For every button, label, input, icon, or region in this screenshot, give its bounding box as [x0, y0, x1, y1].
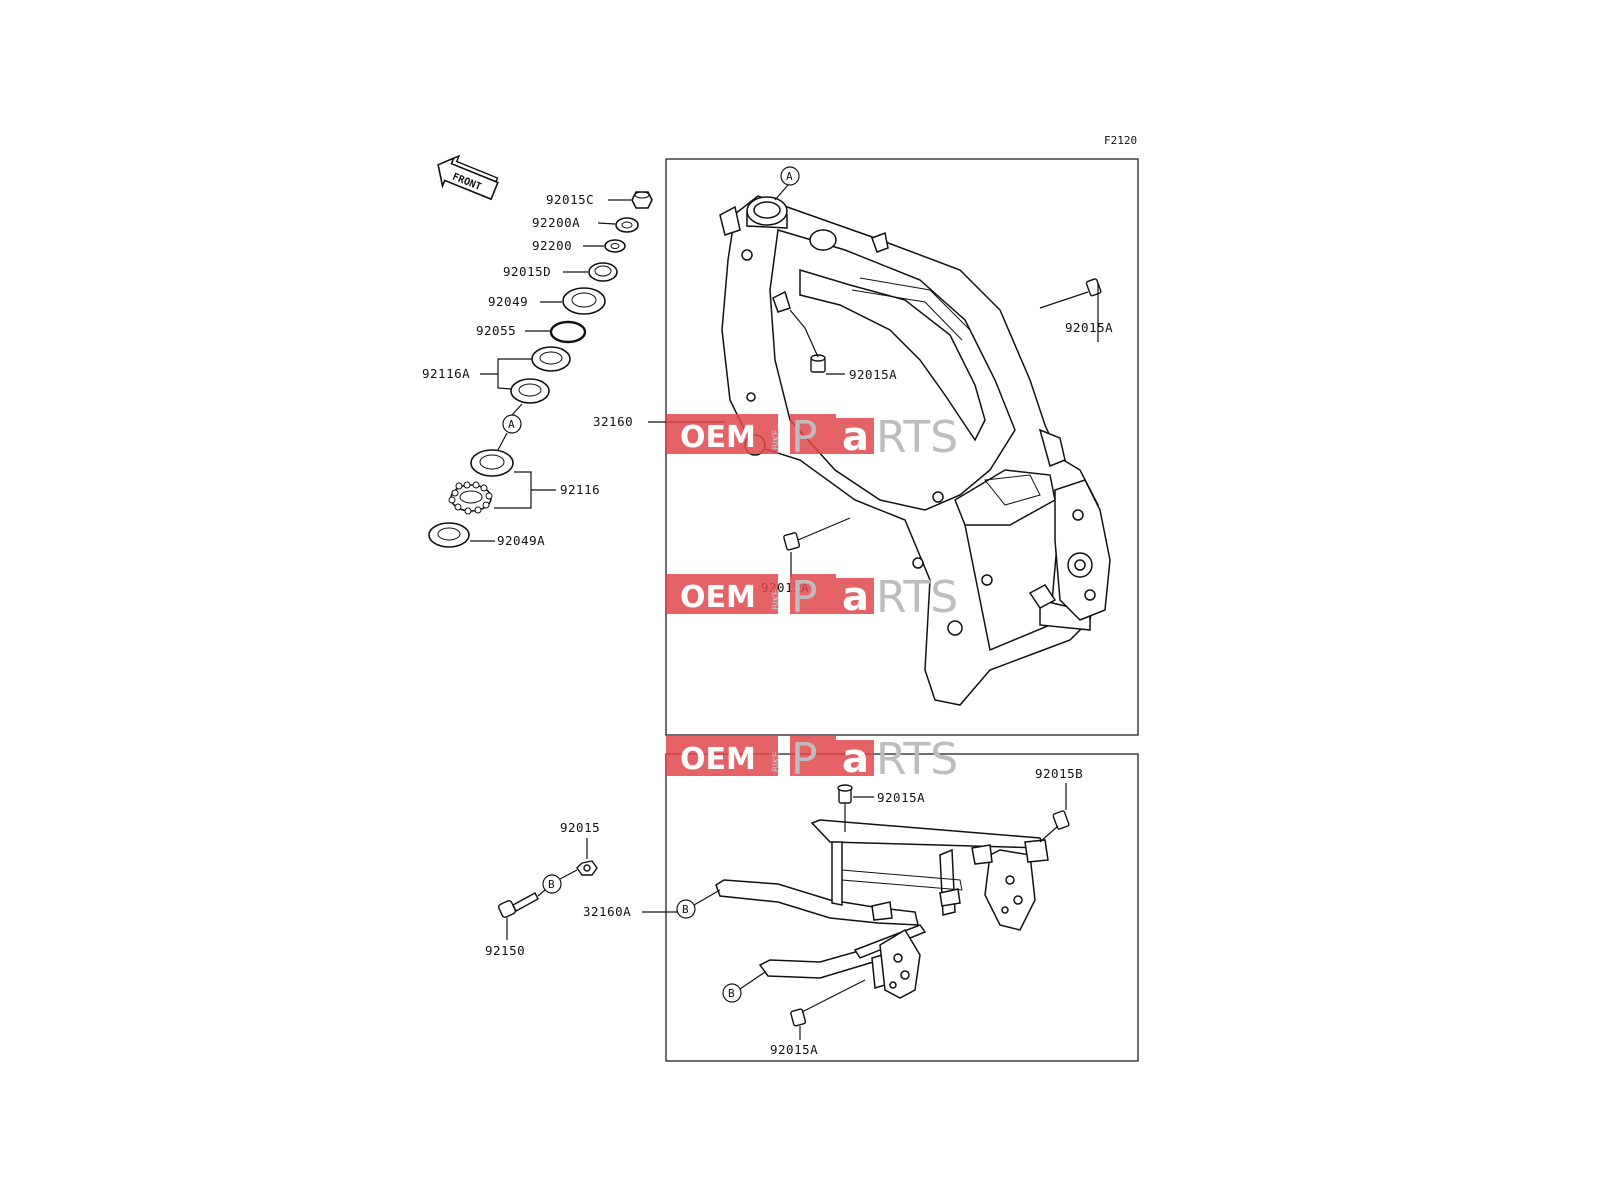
watermark-a: a [842, 414, 869, 460]
stem-nut-icon [631, 191, 653, 209]
watermark-bike: BIKE [772, 589, 782, 610]
part-label-32160[interactable]: 32160 [593, 414, 633, 429]
part-label-92015a-frame-right[interactable]: 92015A [1065, 320, 1113, 335]
part-label-92055[interactable]: 92055 [476, 323, 516, 338]
ref-label-b-lower: B [728, 987, 735, 1000]
watermark: OEM BIKE P a RTS OEM BIKE P a RTS OEM BI… [666, 412, 958, 785]
bolt-icon [1085, 278, 1102, 297]
part-label-92015b[interactable]: 92015B [1035, 766, 1083, 781]
lower-bearing-race-icon [510, 378, 550, 404]
grease-seal-icon [562, 287, 606, 315]
lower-grease-seal-icon [428, 522, 470, 548]
steering-stem-parts: 92015C 92200A 92200 92015D 92049 92055 9 [422, 191, 653, 548]
ref-label-b-bolt: B [548, 878, 555, 891]
bolt-icon [810, 354, 826, 373]
main-frame-illustration [719, 195, 1111, 706]
subframe-section-box [665, 753, 1139, 1062]
watermark-p: P [791, 734, 818, 785]
watermark-oem: OEM [680, 742, 756, 777]
watermark-p: P [791, 572, 818, 623]
watermark-oem-block [666, 414, 778, 454]
part-label-92015a-subframe-bottom[interactable]: 92015A [770, 1042, 818, 1057]
watermark-a: a [842, 736, 869, 782]
part-label-92116[interactable]: 92116 [560, 482, 600, 497]
figure-code: F2120 [1104, 134, 1137, 147]
part-label-92200a[interactable]: 92200A [532, 215, 580, 230]
watermark-a: a [842, 574, 869, 620]
part-label-92049[interactable]: 92049 [488, 294, 528, 309]
ref-label-a: A [508, 418, 515, 431]
ref-label-b-front: B [682, 903, 689, 916]
watermark-bike: BIKE [772, 429, 782, 450]
watermark-oem: OEM [680, 420, 756, 455]
part-label-92116a[interactable]: 92116A [422, 366, 470, 381]
washer-icon [615, 217, 639, 233]
upper-bearing-race-icon [531, 346, 571, 372]
frame-bolts [783, 278, 1102, 551]
ref-marker-a-frame [780, 166, 800, 186]
watermark-bike: BIKE [772, 751, 782, 772]
subframe-illustration [715, 819, 1049, 999]
part-label-92015d[interactable]: 92015D [503, 264, 551, 279]
lock-washer-icon [604, 239, 626, 253]
mount-bolt-icon [497, 892, 539, 919]
ref-marker-b-front [676, 899, 696, 919]
part-label-92015c[interactable]: 92015C [546, 192, 594, 207]
part-label-92200[interactable]: 92200 [532, 238, 572, 253]
part-label-92049a[interactable]: 92049A [497, 533, 545, 548]
part-label-92015a-subframe-top[interactable]: 92015A [877, 790, 925, 805]
watermark-p: P [791, 412, 818, 463]
front-arrow-icon: FRONT [437, 154, 499, 201]
part-label-32160a[interactable]: 32160A [583, 904, 631, 919]
subframe-bolt-icon [837, 784, 853, 804]
part-label-92015[interactable]: 92015 [560, 820, 600, 835]
watermark-rts: RTS [876, 572, 958, 623]
o-ring-icon [549, 320, 587, 344]
subframe-bolt-bottom-icon [790, 1008, 807, 1027]
steering-race-icon [470, 449, 514, 477]
stem-locknut-icon [588, 262, 618, 282]
ref-marker-b-lower [722, 983, 742, 1003]
ref-marker-b-bolt [542, 874, 562, 894]
mount-nut-icon [576, 860, 598, 876]
subframe-bolt-b-icon [1052, 810, 1070, 830]
ref-label-a-frame: A [786, 170, 793, 183]
watermark-oem: OEM [680, 580, 756, 615]
watermark-rts: RTS [876, 734, 958, 785]
part-label-92150[interactable]: 92150 [485, 943, 525, 958]
watermark-rts: RTS [876, 412, 958, 463]
bolt-icon [783, 532, 801, 551]
part-label-92015a-frame-inner[interactable]: 92015A [849, 367, 897, 382]
